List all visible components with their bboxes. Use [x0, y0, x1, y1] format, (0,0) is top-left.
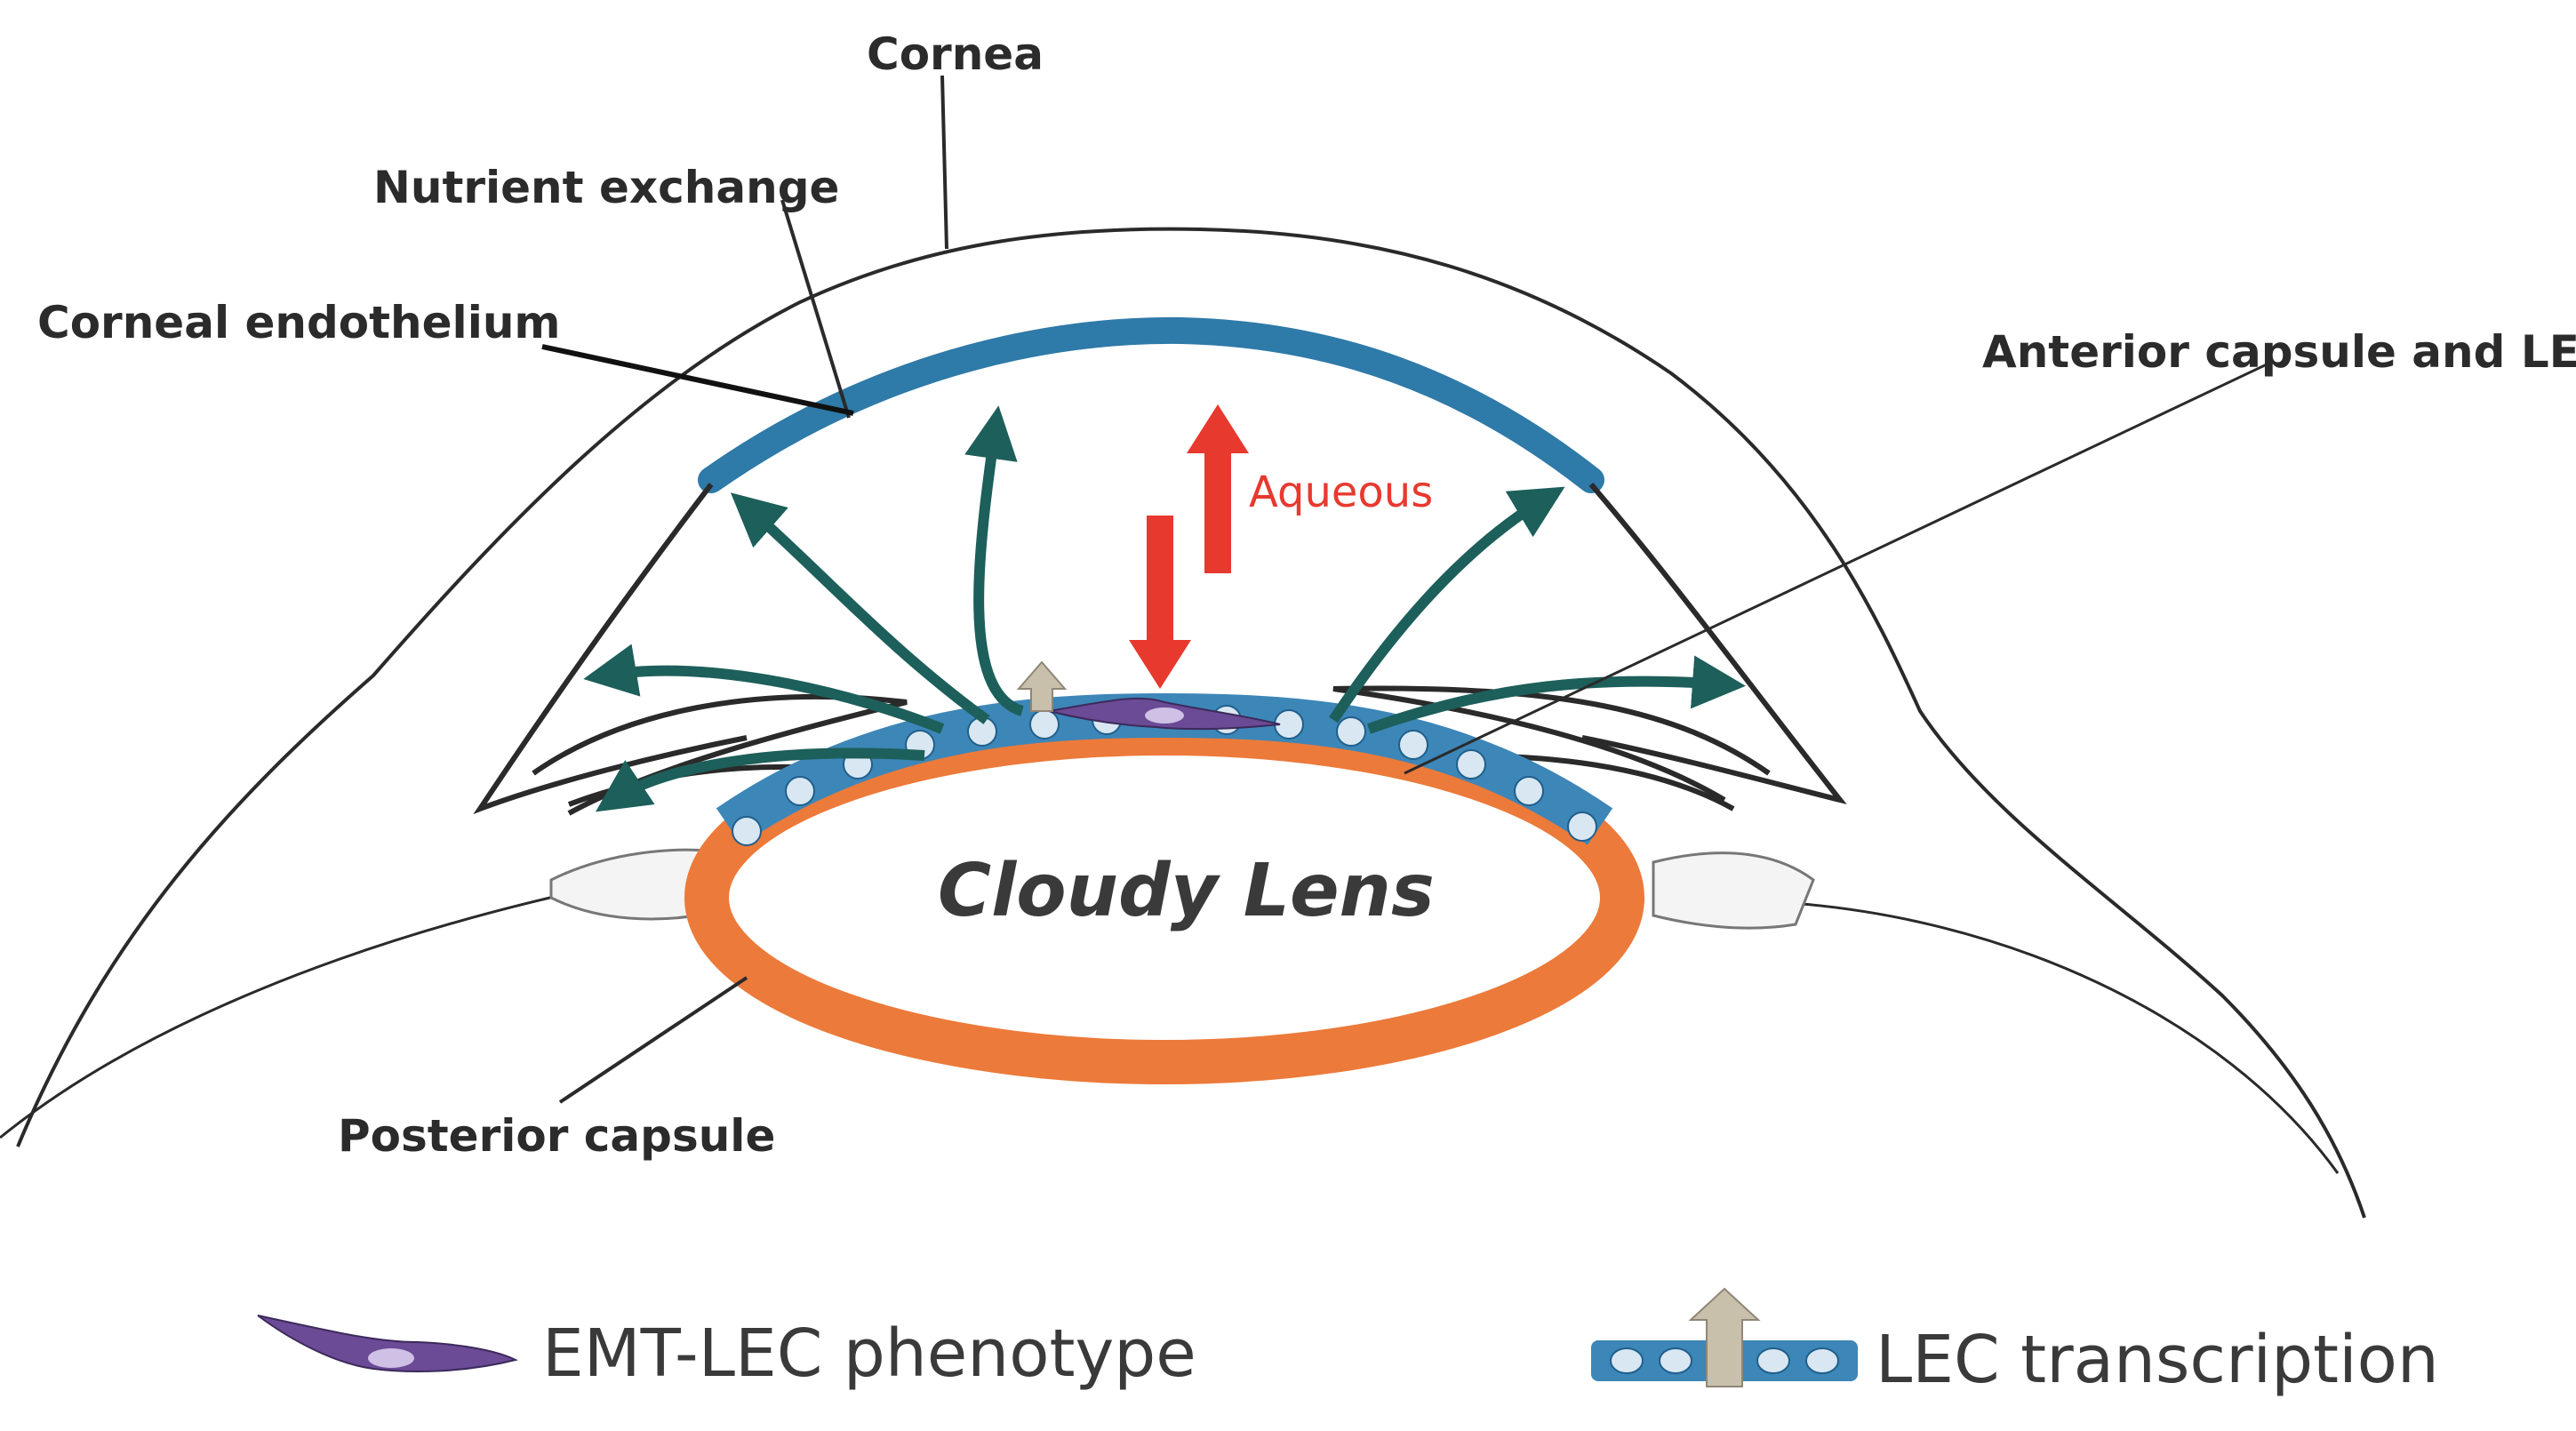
aqueous-down-arrow: [1129, 516, 1191, 689]
legend-emt-nucleus: [368, 1348, 414, 1368]
lec-up-arrow: [1016, 660, 1068, 712]
endothelium-leader: [541, 344, 854, 416]
legend-lec: LEC transcription: [1591, 1287, 2439, 1398]
label-nutrient-exchange: Nutrient exchange: [373, 162, 839, 213]
label-anterior-capsule: Anterior capsule and LEC: [1982, 326, 2576, 378]
cornea-outline: [16, 227, 2366, 1219]
zonule-right: [1652, 851, 1815, 930]
anterior-capsule-leader: [1404, 363, 2268, 775]
cornea-leader: [940, 75, 948, 250]
legend-lec-up-arrow: [1688, 1287, 1761, 1387]
nutrient-leader: [780, 199, 851, 419]
aqueous-up-arrow: [1187, 404, 1249, 573]
legend-emt-cell-icon: [257, 1315, 518, 1372]
emt-nucleus: [1145, 708, 1184, 723]
nutrient-arrows: [583, 405, 1746, 812]
label-cornea: Cornea: [867, 28, 1044, 80]
sclera-curve-right: [1777, 900, 2340, 1174]
label-aqueous: Aqueous: [1249, 468, 1433, 517]
corneal-endothelium-arc: [698, 316, 1604, 493]
label-cloudy-lens: Cloudy Lens: [938, 849, 1435, 933]
legend-emt: EMT-LEC phenotype: [257, 1315, 1196, 1392]
sclera-curve: [0, 891, 570, 1139]
legend-emt-label: EMT-LEC phenotype: [542, 1315, 1196, 1392]
legend-lec-cells: [1610, 1347, 1839, 1374]
posterior-capsule-leader: [558, 976, 748, 1104]
iris-right: [1332, 685, 1771, 803]
label-posterior-capsule: Posterior capsule: [338, 1110, 775, 1162]
chamber-border-left: [473, 483, 748, 815]
chamber-border-right: [1581, 483, 1847, 805]
label-corneal-endothelium: Corneal endothelium: [37, 297, 561, 348]
legend-lec-label: LEC transcription: [1876, 1322, 2439, 1398]
